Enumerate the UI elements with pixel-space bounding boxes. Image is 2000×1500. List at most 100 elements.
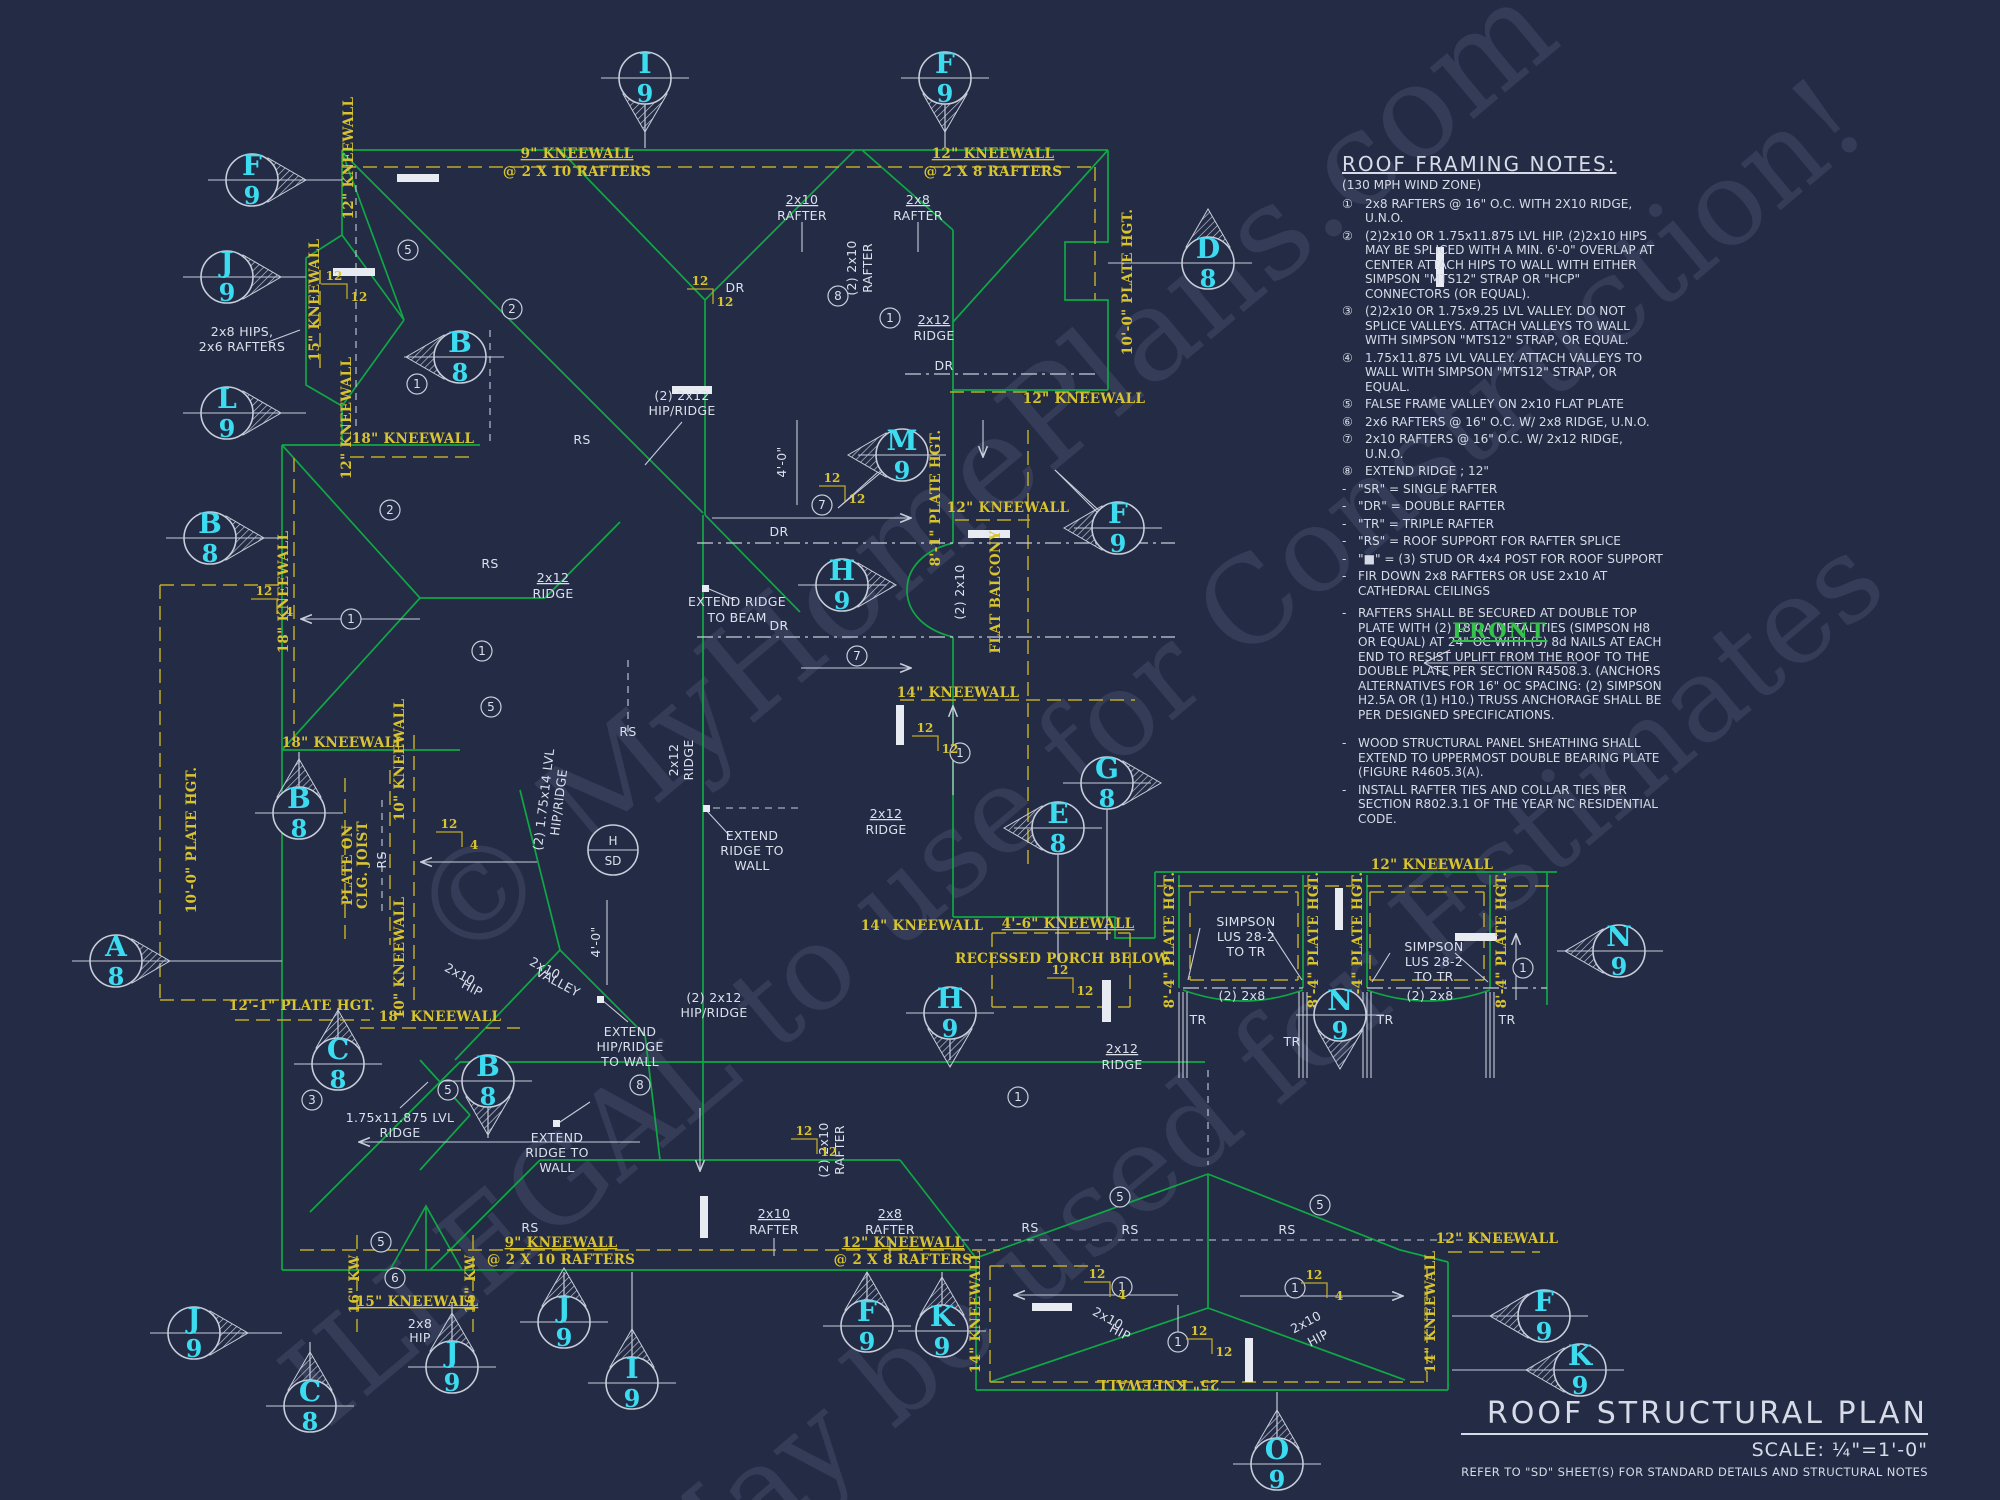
note-reference-number: 5 xyxy=(377,1235,385,1249)
plan-label: 10" KNEEWALL xyxy=(392,699,408,822)
callout-letter: F xyxy=(242,149,262,182)
plan-label: RAFTER xyxy=(860,243,875,293)
plan-label: RS xyxy=(1278,1222,1295,1237)
slope-tick xyxy=(791,1138,818,1154)
plan-label: HIP/RIDGE xyxy=(648,403,715,418)
note-reference-number: 1 xyxy=(478,644,486,658)
slope-run: 12 xyxy=(849,492,866,506)
plan-label: RIDGE TO xyxy=(720,843,783,858)
plan-label: RS xyxy=(619,724,636,739)
slope-rise: 12 xyxy=(1306,1268,1323,1282)
framing-note-numbered: ③(2)2x10 OR 1.75x9.25 LVL VALLEY. DO NOT… xyxy=(1342,304,1630,347)
slope-tick xyxy=(1047,977,1074,993)
callout-letter: M xyxy=(887,424,918,457)
slope-rise: 12 xyxy=(824,471,841,485)
plan-label: TR xyxy=(1189,1012,1207,1027)
plan-label: RAFTER xyxy=(832,1125,847,1175)
plan-label: HIP/RIDGE xyxy=(596,1039,663,1054)
note-reference-circle xyxy=(1284,1277,1306,1299)
note-reference-circle xyxy=(949,742,971,764)
note-reference-circle xyxy=(471,640,493,662)
callout-letter: F xyxy=(1108,497,1128,530)
callout-letter: N xyxy=(1606,920,1632,953)
plan-label: DR xyxy=(770,618,789,633)
slope-tick xyxy=(1186,1338,1213,1354)
plan-label: 2x12 xyxy=(1106,1041,1138,1056)
callout-letter: D xyxy=(1196,232,1220,265)
plan-label: 12" KNEEWALL xyxy=(842,1235,965,1251)
plan-label: HIP/RIDGE xyxy=(680,1005,747,1020)
callout-number: 9 xyxy=(624,1384,641,1413)
callout-number: 9 xyxy=(942,1014,959,1043)
callout-number: 9 xyxy=(219,414,236,443)
framing-note-dashed: -RAFTERS SHALL BE SECURED AT DOUBLE TOP … xyxy=(1342,606,1662,722)
note-reference-number: 1 xyxy=(886,311,894,325)
dashed-rs-lines xyxy=(355,172,1520,1241)
callout-number: 8 xyxy=(202,539,219,568)
note-reference-circle xyxy=(384,1267,406,1289)
note-reference-circle xyxy=(1167,1331,1189,1353)
plan-label: (2) 2x12 xyxy=(654,388,709,403)
detail-symbol-bottom: SD xyxy=(605,854,622,868)
slope-rise: 12 xyxy=(796,1124,813,1138)
slope-run: 12 xyxy=(351,290,368,304)
plan-label: 18" KNEEWALL xyxy=(352,431,475,447)
callout-letter: A xyxy=(104,930,128,963)
callout-number: 9 xyxy=(244,181,261,210)
callout-letter: C xyxy=(327,1033,349,1066)
plan-label: 2x8 HIPS, xyxy=(211,324,274,339)
callout-number: 9 xyxy=(1110,529,1127,558)
note-reference-circle xyxy=(1309,1194,1331,1216)
plan-label: CLG. JOIST xyxy=(355,821,371,909)
slope-tick xyxy=(912,735,939,751)
note-reference-circle xyxy=(827,285,849,307)
callout-number: 9 xyxy=(1572,1371,1589,1400)
notes-title: ROOF FRAMING NOTES: xyxy=(1342,152,1617,176)
slope-rise: 12 xyxy=(1089,1267,1106,1281)
plan-label: RIDGE xyxy=(532,586,573,601)
plan-label: 2x10 xyxy=(786,192,818,207)
callout-letter: H xyxy=(829,554,855,587)
plan-label: 4'-0" xyxy=(588,926,603,957)
callout-number: 8 xyxy=(1200,264,1217,293)
plan-label: 2x12 xyxy=(537,570,569,585)
callout-letter: B xyxy=(476,1050,500,1083)
callout-letter: C xyxy=(299,1375,321,1408)
note-reference-number: 2 xyxy=(508,302,516,316)
slope-rise: 12 xyxy=(441,817,458,831)
framing-note-dashed: -"DR" = DOUBLE RAFTER xyxy=(1342,499,1506,513)
callout-number: 9 xyxy=(637,79,654,108)
note-reference-number: 8 xyxy=(834,289,842,303)
plan-label: 14" KNEEWALL xyxy=(1423,1251,1439,1374)
callout-number: 8 xyxy=(330,1065,347,1094)
note-reference-number: 1 xyxy=(413,377,421,391)
callout-number: 9 xyxy=(834,586,851,615)
plan-label: 1.75x11.875 LVL xyxy=(346,1110,455,1125)
slope-rise: 12 xyxy=(1191,1324,1208,1338)
plan-label: 8'-1" PLATE HGT. xyxy=(928,430,944,567)
note-reference-number: 5 xyxy=(404,243,412,257)
plan-label: TO WALL xyxy=(600,1054,659,1069)
slope-run: 4 xyxy=(1335,1289,1343,1303)
sheet-scale: SCALE: ¼"=1'-0" xyxy=(1751,1439,1928,1461)
note-reference-circle xyxy=(1007,1086,1029,1108)
plan-label: 8'-4" PLATE HGT. xyxy=(1162,872,1178,1009)
plan-label: 12" KNEEWALL xyxy=(932,146,1055,162)
slope-tick xyxy=(687,288,714,304)
plan-label: 10" KNEEWALL xyxy=(392,897,408,1020)
slope-tick xyxy=(251,598,278,614)
roof-support-posts xyxy=(333,174,1497,1382)
slope-rise: 12 xyxy=(692,274,709,288)
plan-label: 12" KNEEWALL xyxy=(1371,857,1494,873)
plan-label: RECESSED PORCH BELOW xyxy=(955,951,1169,967)
note-reference-circle xyxy=(501,298,523,320)
plan-label: 18" KNEEWALL xyxy=(282,735,405,751)
callout-number: 9 xyxy=(186,1334,203,1363)
callout-number: 9 xyxy=(444,1368,461,1397)
plan-label: RS xyxy=(521,1220,538,1235)
slope-rise: 12 xyxy=(1052,963,1069,977)
note-reference-number: 8 xyxy=(636,1078,644,1092)
note-reference-number: 1 xyxy=(1174,1335,1182,1349)
